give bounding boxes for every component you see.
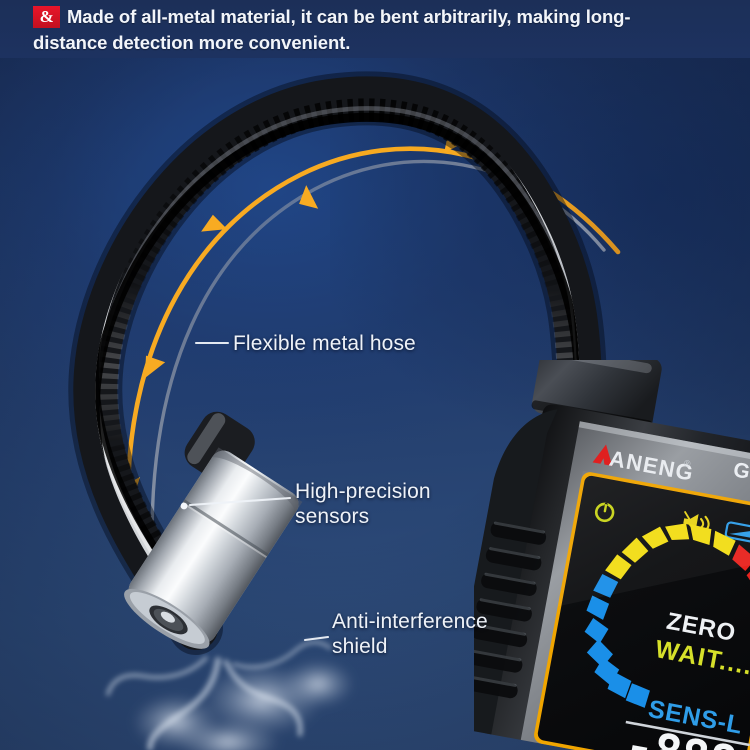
high-precision-sensor-barrel (124, 411, 303, 649)
ampersand-badge-icon: & (33, 6, 60, 28)
bargraph-zone-low (584, 573, 650, 708)
header-line-1: Made of all-metal material, it can be be… (67, 6, 631, 27)
gas-level-bargraph (584, 523, 750, 708)
gas-detector-device: ANENG ® GN807 (474, 360, 750, 750)
callout-anti-interference-shield: Anti-interference shield (332, 610, 488, 658)
lcd-screen: ZERO WAIT.... SENS-L -888 COMBUSTIBLE (534, 472, 750, 750)
leader-line-sensor (188, 496, 292, 507)
callout-high-precision-sensors: High-precision sensors (295, 480, 431, 528)
leader-line-shield (303, 635, 330, 642)
brand-registered-mark: ® (683, 458, 692, 469)
grip-ridge-highlights (474, 521, 546, 687)
power-icon (594, 502, 615, 523)
bargraph-zone-medium (605, 523, 736, 580)
grip-ridges (474, 522, 547, 699)
device-body: ANENG ® GN807 (474, 404, 750, 750)
reading-divider (625, 720, 750, 747)
header-line-2: distance detection more convenient. (33, 32, 351, 53)
header-banner: &Made of all-metal material, it can be b… (0, 0, 750, 58)
leader-anchor-dot-sensor (180, 502, 188, 510)
battery-icon (724, 521, 750, 543)
callout-flexible-metal-hose: Flexible metal hose (233, 332, 416, 355)
